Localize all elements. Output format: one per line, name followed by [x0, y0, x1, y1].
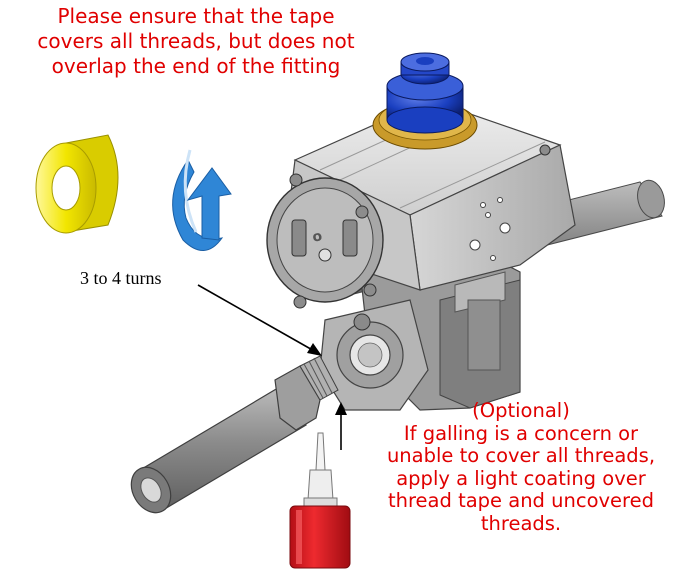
tape-coverage-note: Please ensure that the tape covers all t…: [0, 4, 392, 79]
turns-pointer-arrow: [197, 284, 322, 356]
pipe-with-fitting: [130, 355, 339, 514]
optional-note-line-4: apply a light coating over: [396, 466, 646, 490]
svg-text:o: o: [311, 228, 323, 245]
optional-sealant-note: (Optional) If galling is a concern or un…: [350, 399, 692, 535]
tape-note-line-1: Please ensure that the tape: [57, 4, 335, 28]
optional-note-line-5: thread tape and uncovered: [387, 489, 655, 512]
optional-note-line-6: threads.: [480, 511, 562, 535]
optional-note-line-2: If galling is a concern or: [403, 421, 639, 445]
optional-note-line-1: (Optional): [472, 399, 570, 422]
position-indicator-knob: [372, 52, 478, 150]
tape-note-line-3: overlap the end of the fitting: [51, 54, 341, 78]
turns-label: 3 to 4 turns: [80, 268, 162, 288]
valve-port: [319, 299, 429, 411]
thread-tape-roll-icon: [35, 134, 119, 234]
tape-note-line-2: covers all threads, but does not: [37, 29, 355, 53]
sealant-pointer-arrow: [335, 402, 347, 450]
optional-note-line-3: unable to cover all threads,: [386, 444, 656, 467]
thread-sealant-bottle-icon: [289, 432, 351, 569]
actuator-body: o: [266, 99, 576, 309]
rotation-arrow-icon: [172, 149, 232, 251]
